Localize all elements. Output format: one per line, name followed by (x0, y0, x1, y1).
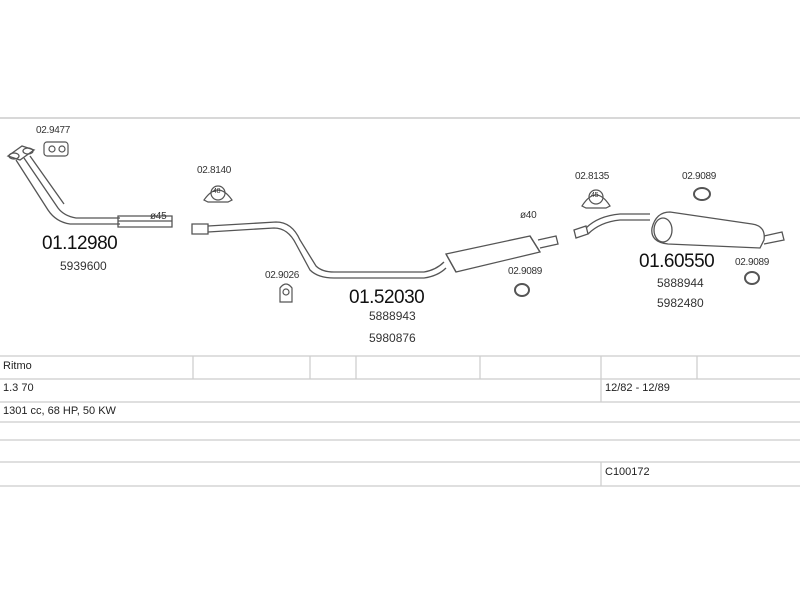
ring-middle-label: 02.9089 (508, 266, 543, 277)
middle-pipe-diameter-label: ø40 (520, 210, 537, 221)
rear-silencer-drawing (573, 211, 785, 249)
table-years: 12/82 - 12/89 (605, 382, 670, 394)
hanger-02-9026-icon (279, 283, 293, 303)
rubber-ring-top-icon (693, 187, 711, 201)
clamp-02-9477-icon (43, 141, 69, 157)
rear-silencer-part-number: 01.60550 (639, 251, 715, 272)
middle-silencer-oem-1: 5888943 (369, 309, 416, 323)
front-pipe-drawing (6, 145, 173, 228)
clamp-02-8135-icon (581, 189, 611, 209)
clamp-02-8140-icon (203, 185, 233, 203)
clamp-02-9477-label: 02.9477 (36, 125, 71, 136)
rear-silencer-oem-1: 5888944 (657, 276, 704, 290)
rubber-ring-middle-icon (514, 283, 530, 297)
table-engine: 1.3 70 (3, 382, 34, 394)
vehicle-table-grid (0, 355, 800, 487)
ring-top-label: 02.9089 (682, 171, 717, 182)
front-pipe-oem-number: 5939600 (60, 259, 107, 273)
clamp-02-8140-size: 48 (213, 188, 221, 195)
clamp-02-8140-label: 02.8140 (197, 165, 232, 176)
front-pipe-diameter-label: ø45 (150, 211, 167, 222)
front-pipe-part-number: 01.12980 (42, 233, 118, 254)
clamp-02-8135-label: 02.8135 (575, 171, 610, 182)
clamp-02-8135-size: 45 (591, 192, 599, 199)
table-model: Ritmo (3, 360, 32, 372)
rubber-ring-right-icon (744, 271, 760, 285)
table-spec: 1301 cc, 68 HP, 50 KW (3, 405, 116, 417)
middle-silencer-part-number: 01.52030 (349, 287, 425, 308)
table-catalog-number: C100172 (605, 466, 650, 478)
middle-silencer-oem-2: 5980876 (369, 331, 416, 345)
ring-right-label: 02.9089 (735, 257, 770, 268)
rear-silencer-oem-2: 5982480 (657, 296, 704, 310)
middle-silencer-drawing (191, 221, 559, 279)
hanger-02-9026-label: 02.9026 (265, 270, 300, 281)
